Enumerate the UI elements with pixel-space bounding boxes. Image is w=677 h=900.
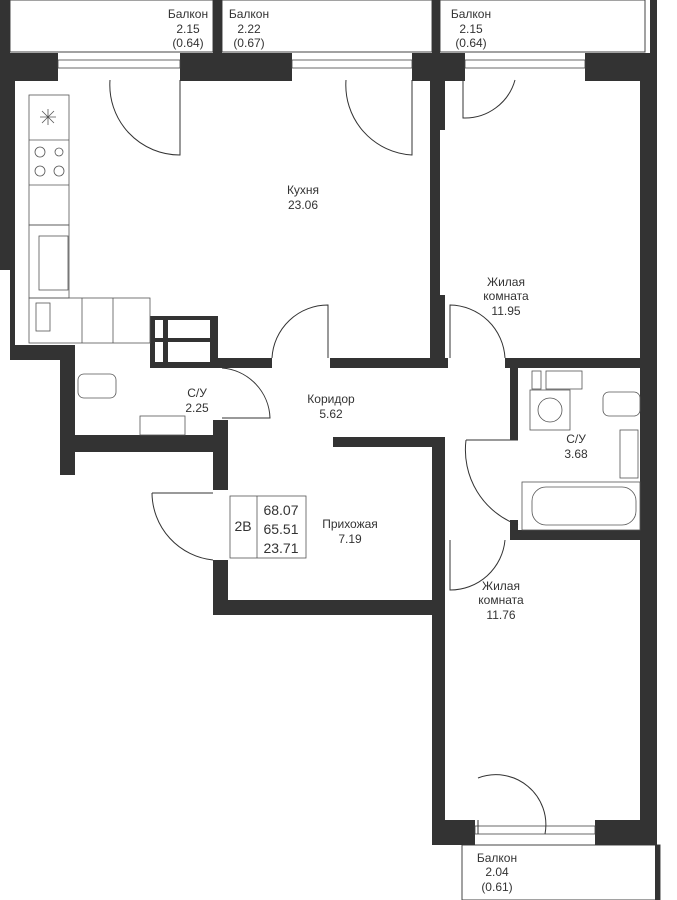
balcony-2-area: 2.22 [237,22,261,36]
balcony-1-label: Балкон [168,7,208,21]
corridor-area: 5.62 [319,407,343,421]
toilet-icon [602,391,641,417]
bath1-area: 2.25 [185,401,209,415]
stove-icon [34,146,65,177]
bath2-fixtures [521,370,641,531]
balcony-4-reduced: (0.61) [481,880,512,894]
kitchen-area: 23.06 [288,198,318,212]
living-area: 23.71 [263,540,298,556]
living1-label: Жилая [487,275,525,289]
washbasin-icon [619,429,639,479]
bath1-label: С/У [187,386,207,400]
doors [109,79,547,835]
bath2-area: 3.68 [564,447,588,461]
living2-label: Жилая [482,579,520,593]
corridor-label: Коридор [307,392,355,406]
apartment-type: 2В [234,518,251,534]
bath2-label: С/У [566,432,586,446]
room-labels: Кухня 23.06 Жилая комната 11.95 С/У 2.25… [185,183,588,622]
walls [0,53,657,845]
balcony-4-area: 2.04 [485,865,509,879]
area-without-balcony: 65.51 [263,521,298,537]
balcony-1-area: 2.15 [176,22,200,36]
bathtub-icon [521,481,641,531]
balcony-3-label: Балкон [451,7,491,21]
sink-icon [38,235,69,291]
washbasin-icon [139,415,186,436]
living2-area: 11.76 [486,608,515,622]
kitchen-counter [28,94,151,344]
living1-label-2: комната [483,289,529,303]
living1-area: 11.95 [491,304,520,318]
balcony-3-area: 2.15 [459,22,483,36]
balcony-2-reduced: (0.67) [233,36,264,50]
washing-machine-icon [529,389,571,431]
windows [57,59,596,835]
balcony-labels: Балкон 2.15 (0.64) Балкон 2.22 (0.67) Ба… [168,7,517,894]
living2-label-2: комната [478,593,524,607]
bath1-fixtures [77,373,186,436]
balcony-4-label: Балкон [477,851,517,865]
balcony-3-reduced: (0.64) [455,36,486,50]
toilet-icon [77,373,117,399]
fridge-icon [40,109,56,125]
kitchen-label: Кухня [287,183,319,197]
balcony-1-reduced: (0.64) [172,36,203,50]
balcony-2-label: Балкон [229,7,269,21]
total-area: 68.07 [263,502,298,518]
dishwasher-icon [35,302,51,332]
apartment-summary: 2В 68.07 65.51 23.71 [229,495,307,559]
hallway-label: Прихожая [322,517,378,531]
balcony-outlines [0,0,661,900]
hallway-area: 7.19 [338,532,362,546]
